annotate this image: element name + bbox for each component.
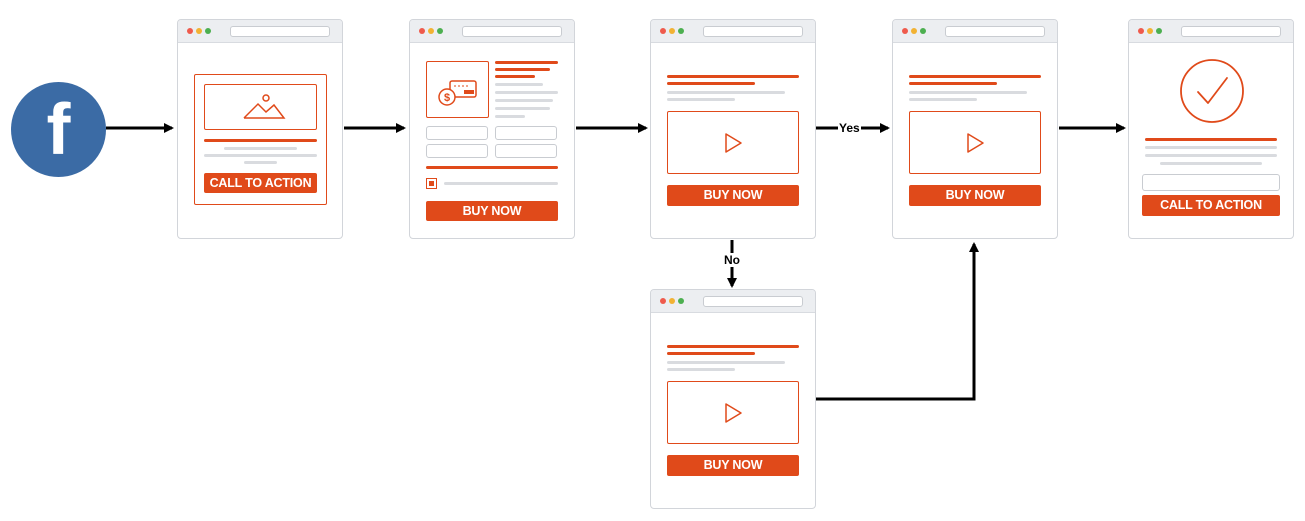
- yes-label: Yes: [838, 121, 861, 135]
- facebook-letter: f: [46, 90, 71, 170]
- order-buy-button[interactable]: BUY NOW: [426, 201, 558, 221]
- browser-bar: [178, 20, 342, 43]
- play-icon: [724, 132, 742, 153]
- optin-cta-button[interactable]: CALL TO ACTION: [204, 173, 317, 193]
- order-field[interactable]: [495, 144, 557, 158]
- play-icon: [966, 132, 984, 153]
- no-label: No: [723, 253, 741, 267]
- thankyou-page-card: CALL TO ACTION: [1128, 19, 1294, 239]
- order-page-card: $ BUY NOW: [409, 19, 575, 239]
- image-icon: [242, 93, 286, 119]
- order-field[interactable]: [495, 126, 557, 140]
- svg-text:$: $: [443, 92, 449, 104]
- oto-page-card: BUY NOW: [892, 19, 1058, 239]
- oto-buy-button[interactable]: BUY NOW: [909, 185, 1041, 206]
- browser-bar: [1129, 20, 1293, 43]
- thankyou-input-field[interactable]: [1142, 174, 1280, 191]
- browser-bar: [893, 20, 1057, 43]
- optin-page-card: CALL TO ACTION: [177, 19, 343, 239]
- arrow-downsell-to-oto: [816, 242, 979, 401]
- upsell-buy-button[interactable]: BUY NOW: [667, 185, 799, 206]
- optin-form-frame: [194, 74, 327, 205]
- payment-image-frame: $: [426, 61, 489, 118]
- facebook-icon: f: [11, 82, 106, 177]
- order-bump-checkbox[interactable]: [426, 178, 437, 189]
- video-frame[interactable]: [667, 381, 799, 444]
- downsell-buy-button[interactable]: BUY NOW: [667, 455, 799, 476]
- browser-bar: [651, 290, 815, 313]
- checkmark-icon: [1180, 59, 1244, 123]
- thankyou-cta-button[interactable]: CALL TO ACTION: [1142, 195, 1280, 216]
- browser-bar: [410, 20, 574, 43]
- play-icon: [724, 402, 742, 423]
- browser-bar: [651, 20, 815, 43]
- order-field[interactable]: [426, 126, 488, 140]
- image-placeholder: [204, 84, 317, 130]
- video-frame[interactable]: [909, 111, 1041, 174]
- payment-icon: $: [437, 79, 477, 106]
- order-field[interactable]: [426, 144, 488, 158]
- downsell-page-card: BUY NOW: [650, 289, 816, 509]
- upsell-page-card: BUY NOW: [650, 19, 816, 239]
- video-frame[interactable]: [667, 111, 799, 174]
